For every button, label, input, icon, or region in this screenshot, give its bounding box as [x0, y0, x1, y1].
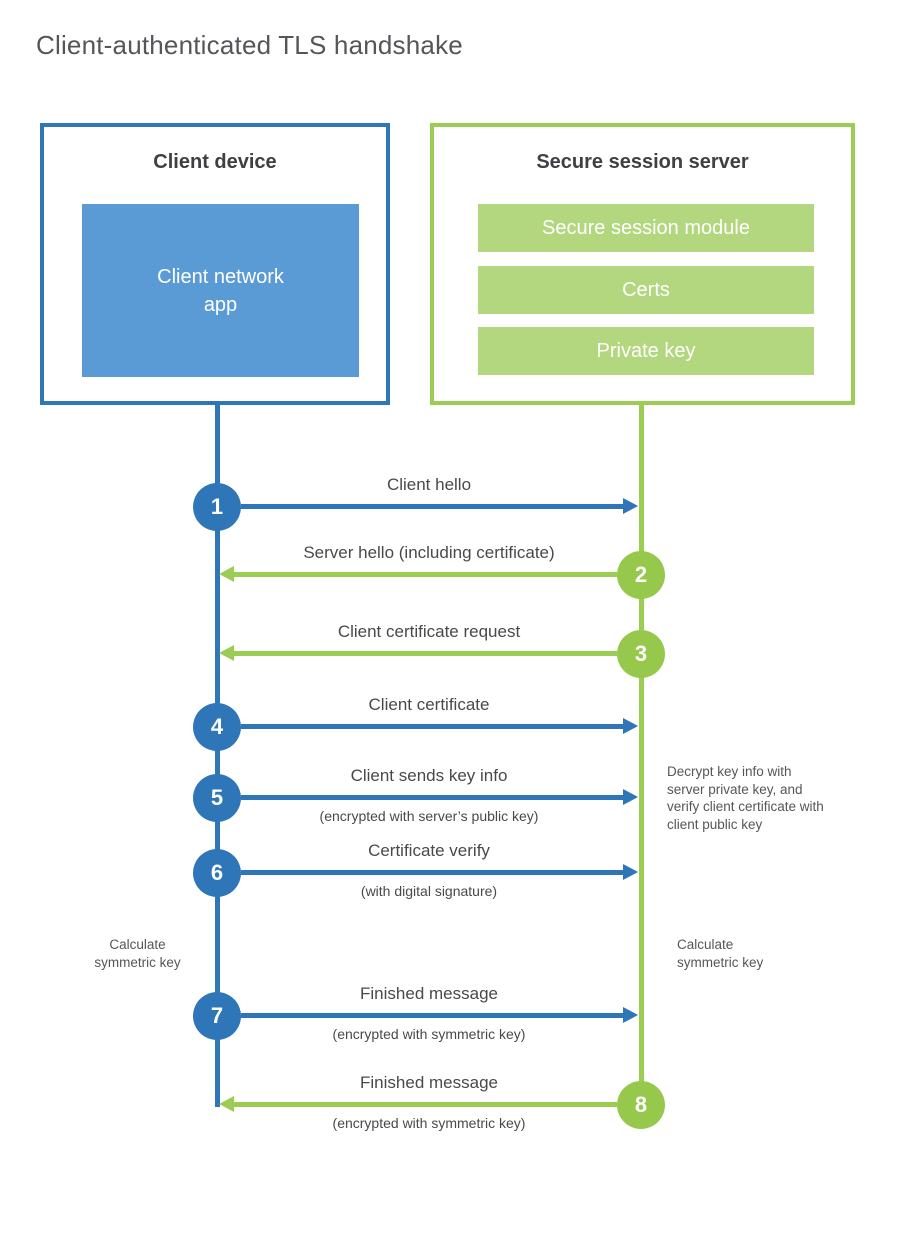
message-label: Client certificate	[368, 695, 490, 714]
step-number-badge: 2	[617, 551, 665, 599]
arrow-shaft	[229, 651, 617, 656]
message-arrow	[219, 1096, 617, 1113]
decrypt-key-note: Decrypt key info with server private key…	[667, 764, 824, 832]
step-number-badge: 6	[193, 849, 241, 897]
arrowhead-right-icon	[623, 718, 638, 734]
server-module-certs: Certs	[478, 266, 814, 314]
calculate-symmetric-key-note-server: Calculate symmetric key	[677, 937, 764, 970]
calculate-symmetric-key-note-client: Calculate symmetric key	[94, 937, 181, 970]
arrowhead-right-icon	[623, 1007, 638, 1023]
message-label: Finished message	[360, 1073, 498, 1092]
message-arrow	[241, 1007, 638, 1024]
arrowhead-right-icon	[623, 498, 638, 514]
arrowhead-left-icon	[219, 1096, 234, 1112]
message-sublabel: (encrypted with symmetric key)	[332, 1115, 526, 1131]
arrow-shaft	[241, 504, 628, 509]
arrow-shaft	[241, 795, 628, 800]
step-number-badge: 4	[193, 703, 241, 751]
message-label: Client certificate request	[337, 622, 521, 641]
client-device-box: Client device Client network app	[40, 123, 390, 405]
message-arrow	[241, 498, 638, 515]
step-number-badge: 1	[193, 483, 241, 531]
secure-session-server-title: Secure session server	[536, 151, 749, 173]
arrowhead-left-icon	[219, 645, 234, 661]
step-number-badge: 7	[193, 992, 241, 1040]
secure-session-server-box: Secure session server Secure session mod…	[430, 123, 855, 405]
arrow-shaft	[241, 870, 628, 875]
message-arrow	[219, 645, 617, 662]
step-number-badge: 3	[617, 630, 665, 678]
message-label: Client hello	[386, 475, 472, 494]
message-label: Certificate verify	[368, 841, 490, 860]
client-network-app-box: Client network app	[82, 204, 359, 377]
arrow-shaft	[229, 1102, 617, 1107]
message-label: Finished message	[360, 984, 498, 1003]
client-network-app-label: Client network app	[157, 265, 284, 316]
server-module-secure-session: Secure session module	[478, 204, 814, 252]
client-device-title: Client device	[153, 151, 277, 173]
client-lifeline	[215, 404, 220, 1107]
message-label: Client sends key info	[350, 766, 508, 785]
arrow-shaft	[229, 572, 617, 577]
arrowhead-right-icon	[623, 789, 638, 805]
message-sublabel: (with digital signature)	[360, 883, 498, 899]
arrowhead-left-icon	[219, 566, 234, 582]
message-arrow	[241, 718, 638, 735]
page-title: Client-authenticated TLS handshake	[36, 30, 463, 60]
server-module-private-key: Private key	[478, 327, 814, 375]
server-lifeline	[639, 404, 644, 1105]
arrowhead-right-icon	[623, 864, 638, 880]
step-number-badge: 8	[617, 1081, 665, 1129]
message-label: Server hello (including certificate)	[303, 543, 555, 562]
message-sublabel: (encrypted with symmetric key)	[332, 1026, 526, 1042]
message-arrow	[241, 864, 638, 881]
message-sublabel: (encrypted with server’s public key)	[319, 808, 539, 824]
message-arrow	[219, 566, 617, 583]
arrow-shaft	[241, 724, 628, 729]
message-arrow	[241, 789, 638, 806]
arrow-shaft	[241, 1013, 628, 1018]
step-number-badge: 5	[193, 774, 241, 822]
